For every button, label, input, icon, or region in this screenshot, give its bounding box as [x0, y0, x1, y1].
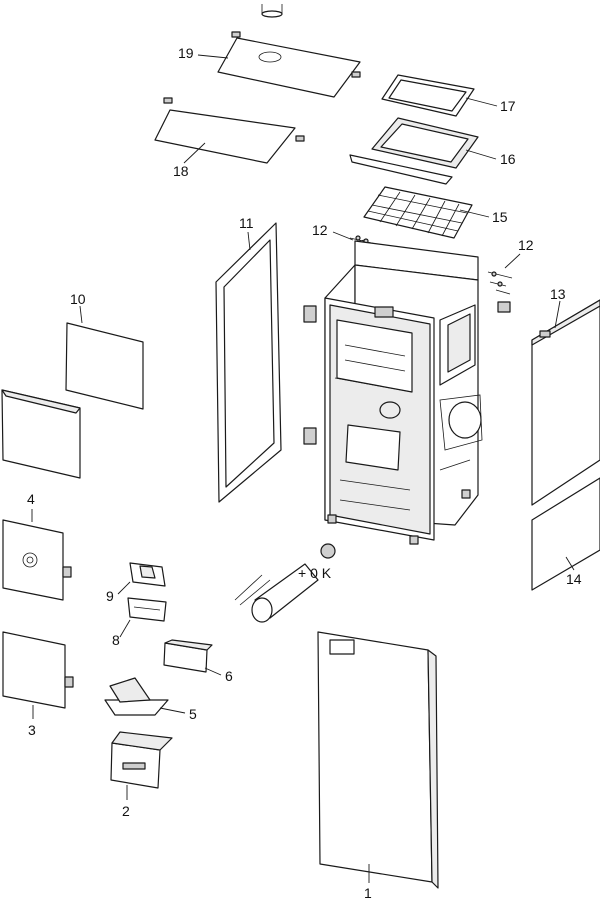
part-13-side-panel — [531, 299, 600, 506]
part-11-side-panel — [215, 222, 282, 503]
part-8-tray — [127, 597, 167, 622]
callout-14: 14 — [566, 571, 582, 587]
part-3-door — [2, 631, 74, 709]
part-19-top-cover — [217, 31, 361, 98]
callout-4: 4 — [27, 491, 35, 507]
part-2-ash-box — [110, 731, 173, 789]
callout-1: 1 — [364, 885, 372, 899]
part-4-door — [2, 519, 72, 601]
part-6-box — [163, 639, 213, 673]
part-15-grate — [363, 186, 473, 239]
side-panel-lower-left — [1, 389, 81, 479]
leader-lines — [31, 54, 575, 883]
callout-8: 8 — [112, 632, 120, 648]
part-18-top-plate — [154, 97, 305, 164]
callout-19: 19 — [178, 45, 194, 61]
callout-15: 15 — [492, 209, 508, 225]
part-14-panel — [531, 477, 600, 591]
flue-ring — [261, 4, 283, 18]
callout-12-left: 12 — [312, 222, 328, 238]
callout-18: 18 — [173, 163, 189, 179]
callout-3: 3 — [28, 722, 36, 738]
callout-numbers: 19 18 17 16 15 12 12 11 10 13 14 4 3 9 8… — [27, 45, 582, 899]
callout-6: 6 — [225, 668, 233, 684]
part-16-frame — [349, 117, 479, 185]
callout-12-right: 12 — [518, 237, 534, 253]
fan-marking: + 0 K — [298, 565, 332, 581]
callout-2: 2 — [122, 803, 130, 819]
callout-5: 5 — [189, 706, 197, 722]
part-12-screws-right — [487, 271, 513, 313]
callout-13: 13 — [550, 286, 566, 302]
part-9-bracket — [129, 562, 166, 587]
part-5-deflector — [104, 677, 169, 716]
fan-igniter-assembly: + 0 K — [234, 543, 336, 623]
callout-9: 9 — [106, 588, 114, 604]
callout-16: 16 — [500, 151, 516, 167]
part-17-gasket — [381, 74, 475, 117]
callout-11: 11 — [239, 215, 254, 231]
callout-17: 17 — [500, 98, 516, 114]
part-1-front-door — [317, 631, 439, 889]
part-10-panel — [65, 322, 144, 410]
callout-10: 10 — [70, 291, 86, 307]
stove-chassis — [303, 240, 483, 545]
